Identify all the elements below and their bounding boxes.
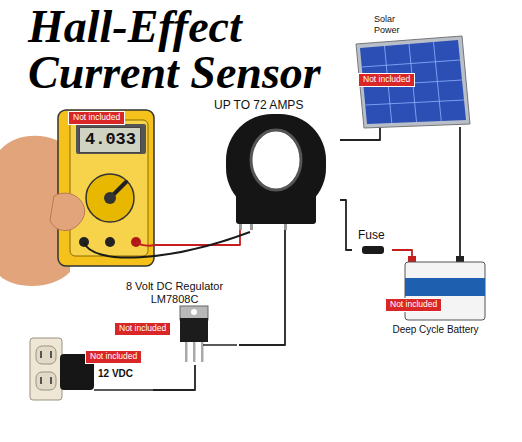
adapter-cord xyxy=(94,389,153,391)
v-jack xyxy=(105,237,115,247)
outlet-slot xyxy=(40,351,42,358)
outlet-slot xyxy=(50,351,52,358)
regulator-tab xyxy=(180,306,208,320)
fuse-body xyxy=(362,246,384,254)
not-included-tag: Not included xyxy=(85,350,142,364)
outlet-plate xyxy=(30,338,62,400)
current-sensor: UP TO 72 AMPS xyxy=(200,97,340,227)
outlet-slot xyxy=(40,377,42,384)
lcd-frame xyxy=(76,124,146,154)
rotary-dial xyxy=(86,174,134,222)
panel-label: Solar Power xyxy=(374,14,414,36)
black-probe-lead xyxy=(84,232,250,258)
regulator-leg xyxy=(193,342,196,362)
fuse: Fuse xyxy=(352,228,392,258)
red-probe-lead xyxy=(136,242,155,246)
battery-terminal xyxy=(408,256,416,262)
wire xyxy=(340,127,380,140)
battery-label: Deep Cycle Battery xyxy=(383,324,488,336)
sensor-pin xyxy=(250,224,253,230)
multimeter-bezel xyxy=(70,120,148,256)
regulator-label: 8 Volt DC Regulator LM7808C xyxy=(112,280,237,305)
outlet-socket xyxy=(36,372,56,390)
battery-label-band xyxy=(405,278,485,296)
not-included-tag: Not included xyxy=(358,73,415,87)
regulator-body xyxy=(180,318,208,342)
sensor-pin xyxy=(239,224,242,230)
regulator-tab-hole xyxy=(191,309,197,315)
dial-hub xyxy=(104,192,116,204)
outlet-socket xyxy=(36,346,56,364)
multimeter: Not included 4.033 xyxy=(18,108,155,268)
wire xyxy=(340,200,352,250)
wire xyxy=(239,227,285,345)
adapter-voltage: 12 VDC xyxy=(98,368,133,380)
solar-panel: Solar PowerNot included xyxy=(352,12,470,127)
fuse-label: Fuse xyxy=(358,229,385,243)
solar-panel-frame xyxy=(356,36,470,128)
title: Hall-Effect Current Sensor xyxy=(28,4,358,96)
wire xyxy=(203,344,237,346)
not-included-tag: Not included xyxy=(385,298,442,312)
wall-adapter: Not included 12 VDC xyxy=(28,338,153,403)
meter-reading: 4.033 xyxy=(79,127,141,153)
sensor-pin xyxy=(284,224,287,230)
sensor-hole xyxy=(251,130,301,190)
wire xyxy=(153,365,195,390)
sensor-rating: UP TO 72 AMPS xyxy=(214,99,303,113)
not-included-tag: Not included xyxy=(68,111,125,125)
wire xyxy=(459,127,461,258)
not-included-tag: Not included xyxy=(114,322,171,336)
battery-terminal xyxy=(456,256,464,262)
regulator-leg xyxy=(185,342,188,362)
wire xyxy=(155,227,240,245)
battery: Not includedDeep Cycle Battery xyxy=(383,258,490,340)
outlet-slot xyxy=(50,377,52,384)
multimeter-body xyxy=(58,110,154,266)
sensor-base xyxy=(236,190,316,224)
thumb xyxy=(50,193,85,230)
